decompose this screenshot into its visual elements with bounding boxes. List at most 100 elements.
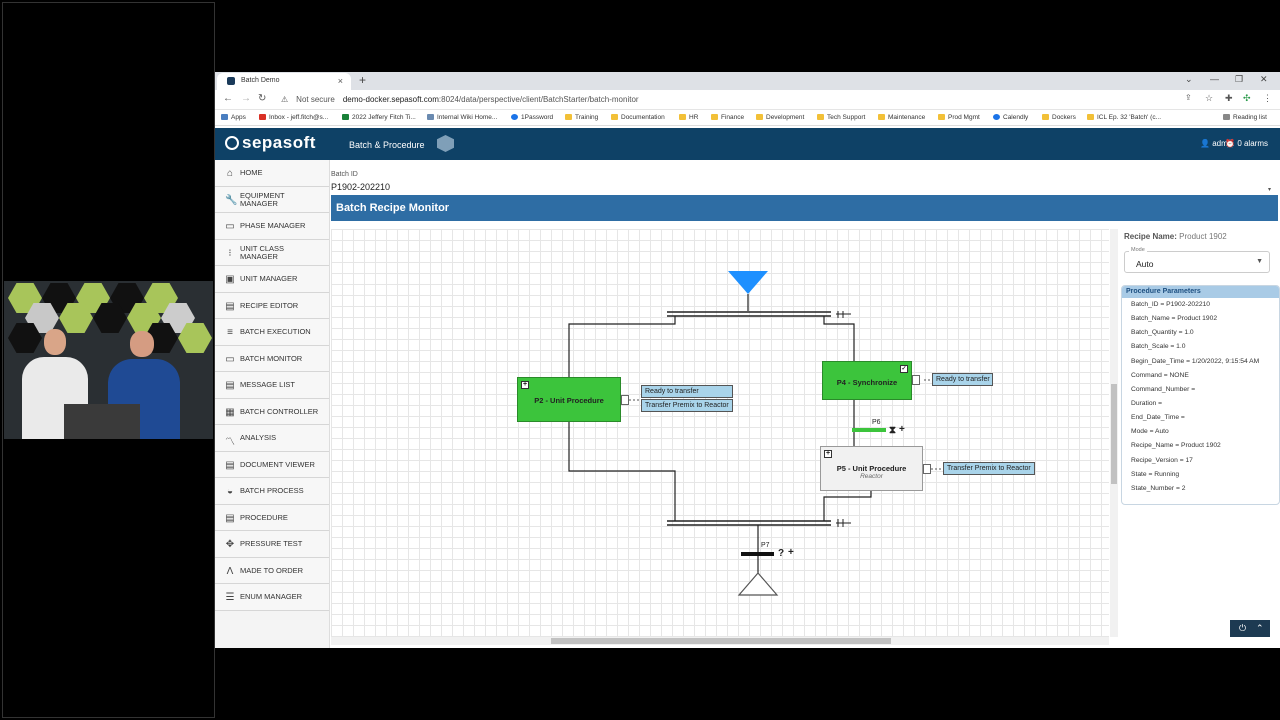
sepasoft-logo[interactable]: sepasoft bbox=[225, 133, 316, 153]
star-icon[interactable]: ☆ bbox=[1205, 93, 1214, 103]
sidebar-item-batch-monitor[interactable]: ▭BATCH MONITOR bbox=[215, 345, 329, 372]
bookmark-maintenance[interactable]: Maintenance bbox=[878, 114, 925, 121]
sidebar-item-batch-execution[interactable]: ≡BATCH EXECUTION bbox=[215, 319, 329, 346]
step-p4-connector bbox=[912, 375, 920, 385]
step-p2-unit-procedure[interactable]: + P2 - Unit Procedure bbox=[517, 377, 621, 422]
hourglass-icon: ⧗ bbox=[889, 425, 897, 436]
back-icon[interactable]: ← bbox=[223, 93, 233, 104]
bookmark-hr[interactable]: HR bbox=[679, 114, 698, 121]
sidebar-item-batch-process[interactable]: ◒BATCH PROCESS bbox=[215, 478, 329, 505]
bookmark-apps[interactable]: Apps bbox=[221, 114, 246, 121]
expand-plus-icon[interactable]: + bbox=[824, 450, 832, 458]
alarms-indicator[interactable]: ⏰ 0 alarms bbox=[1225, 139, 1268, 148]
param-row: Batch_Name = Product 1902 bbox=[1131, 315, 1218, 323]
batch-id-dropdown-icon[interactable]: ▾ bbox=[1268, 187, 1272, 193]
sfc-diagram-lines bbox=[568, 271, 943, 596]
monitor-title-bar: Batch Recipe Monitor bbox=[331, 195, 1278, 221]
batch-id-label: Batch ID bbox=[331, 171, 358, 178]
bookmark-calendly[interactable]: Calendly bbox=[993, 114, 1028, 121]
sidebar-item-document-viewer[interactable]: ▤DOCUMENT VIEWER bbox=[215, 451, 329, 478]
sfc-diagram-canvas[interactable]: + P2 - Unit Procedure Ready to transfer … bbox=[331, 229, 1109, 637]
mode-dropdown[interactable]: Mode Auto ▼ bbox=[1124, 247, 1270, 273]
chevron-up-icon[interactable]: ⌃ bbox=[1256, 623, 1264, 633]
p4-message-ready: Ready to transfer bbox=[932, 373, 993, 386]
bookmark-inbox[interactable]: Inbox - jeff.fitch@s... bbox=[259, 114, 328, 121]
bookmark-tech-support[interactable]: Tech Support bbox=[817, 114, 865, 121]
browser-tab[interactable]: Batch Demo × bbox=[217, 73, 351, 90]
step-p5-connector bbox=[923, 464, 931, 474]
window-close-icon[interactable]: ✕ bbox=[1260, 74, 1268, 84]
param-row: Recipe_Name = Product 1902 bbox=[1131, 442, 1221, 450]
document-icon: ▤ bbox=[225, 459, 235, 471]
maximize-icon[interactable]: ❐ bbox=[1235, 74, 1244, 84]
tab-search-icon[interactable]: ⌄ bbox=[1185, 74, 1193, 84]
bookmark-finance[interactable]: Finance bbox=[711, 114, 744, 121]
sidebar-item-message-list[interactable]: ▤MESSAGE LIST bbox=[215, 372, 329, 399]
reload-icon[interactable]: ↻ bbox=[258, 93, 267, 104]
sidebar-item-pressure-test[interactable]: ✥PRESSURE TEST bbox=[215, 531, 329, 558]
bookmark-reading-list[interactable]: Reading list bbox=[1223, 114, 1267, 121]
warning-icon: ⚠ bbox=[281, 95, 289, 104]
end-triangle-icon bbox=[737, 572, 779, 596]
param-row: State = Running bbox=[1131, 470, 1180, 478]
list-icon: ≡ bbox=[227, 327, 233, 338]
share-icon[interactable]: ⇪ bbox=[1185, 93, 1192, 102]
process-icon: ◒ bbox=[226, 486, 234, 497]
bookmark-dockers[interactable]: Dockers bbox=[1042, 114, 1076, 121]
checkbox-checked-icon[interactable]: ✓ bbox=[900, 365, 908, 373]
add-transition-plus-icon[interactable]: + bbox=[899, 424, 905, 435]
not-secure-label: Not secure bbox=[296, 95, 335, 104]
sidebar-item-unit-class-manager[interactable]: ⁝UNIT CLASS MANAGER bbox=[215, 239, 329, 266]
menu-kebab-icon[interactable]: ⋮ bbox=[1263, 93, 1272, 103]
sidebar-item-enum-manager[interactable]: ☰ENUM MANAGER bbox=[215, 584, 329, 611]
sidebar-item-recipe-editor[interactable]: ▤RECIPE EDITOR bbox=[215, 292, 329, 319]
corner-widget[interactable]: ⏻ ⌃ bbox=[1230, 620, 1270, 637]
sidebar-item-phase-manager[interactable]: ▭PHASE MANAGER bbox=[215, 213, 329, 240]
sidebar-item-home[interactable]: ⌂HOME bbox=[215, 160, 329, 187]
extensions-icon[interactable]: ✚ bbox=[1225, 93, 1233, 103]
sidebar-item-procedure[interactable]: ▤PROCEDURE bbox=[215, 504, 329, 531]
step-p5-unit: Reactor bbox=[860, 473, 883, 480]
add-transition-plus-icon[interactable]: + bbox=[788, 547, 794, 558]
bookmark-1password[interactable]: 1Password bbox=[511, 114, 553, 121]
bookmark-training[interactable]: Training bbox=[565, 114, 598, 121]
browser-window: Batch Demo × + ⌄ — ❐ ✕ ← → ↻ ⚠ Not secure… bbox=[215, 72, 1280, 648]
sidebar-item-batch-controller[interactable]: ▦BATCH CONTROLLER bbox=[215, 398, 329, 425]
user-menu[interactable]: 👤 admin bbox=[1200, 139, 1234, 148]
wrench-icon: 🔧 bbox=[225, 194, 238, 206]
power-icon[interactable]: ⏻ bbox=[1239, 623, 1247, 633]
url-host: demo-docker.sepasoft.com bbox=[342, 95, 439, 104]
batch-id-select[interactable]: P1902-202210 bbox=[331, 182, 391, 192]
forward-icon[interactable]: → bbox=[241, 93, 251, 104]
step-p5-unit-procedure[interactable]: + P5 - Unit Procedure Reactor bbox=[820, 446, 923, 491]
expand-plus-icon[interactable]: + bbox=[521, 381, 529, 389]
tab-title: Batch Demo bbox=[241, 77, 280, 84]
new-tab-button[interactable]: + bbox=[359, 73, 367, 87]
minimize-icon[interactable]: — bbox=[1210, 74, 1219, 84]
diagram-horizontal-scrollbar[interactable] bbox=[331, 637, 1109, 645]
diagram-vertical-scrollbar[interactable] bbox=[1110, 229, 1118, 637]
bookmark-wiki[interactable]: Internal Wiki Home... bbox=[427, 114, 497, 121]
grid-icon: ⁝ bbox=[228, 247, 232, 259]
extension-icon[interactable]: ✣ bbox=[1243, 93, 1251, 103]
chevron-down-icon: ▼ bbox=[1256, 258, 1263, 265]
bookmark-icl[interactable]: ICL Ep. 32 'Batch' (c... bbox=[1087, 114, 1161, 121]
step-p2-title: P2 - Unit Procedure bbox=[534, 396, 604, 405]
bookmark-fitch[interactable]: 2022 Jeffery Fitch Ti... bbox=[342, 114, 416, 121]
param-row: End_Date_Time = bbox=[1131, 414, 1185, 422]
step-p4-title: P4 - Synchronize bbox=[836, 378, 898, 387]
unit-icon: ▣ bbox=[225, 274, 235, 285]
bookmark-documentation[interactable]: Documentation bbox=[611, 114, 665, 121]
bookmark-prod-mgmt[interactable]: Prod Mgmt bbox=[938, 114, 980, 121]
mode-label: Mode bbox=[1129, 247, 1147, 253]
bookmark-development[interactable]: Development bbox=[756, 114, 804, 121]
close-tab-icon[interactable]: × bbox=[337, 76, 343, 86]
user-icon: 👤 bbox=[1200, 139, 1210, 148]
sidebar-nav: ⌂HOME 🔧EQUIPMENT MANAGER ▭PHASE MANAGER … bbox=[215, 160, 330, 648]
sidebar-item-unit-manager[interactable]: ▣UNIT MANAGER bbox=[215, 266, 329, 293]
sidebar-item-equipment-manager[interactable]: 🔧EQUIPMENT MANAGER bbox=[215, 186, 329, 213]
sidebar-item-analysis[interactable]: 〽ANALYSIS bbox=[215, 425, 329, 452]
step-p4-synchronize[interactable]: ✓ P4 - Synchronize bbox=[822, 361, 912, 400]
